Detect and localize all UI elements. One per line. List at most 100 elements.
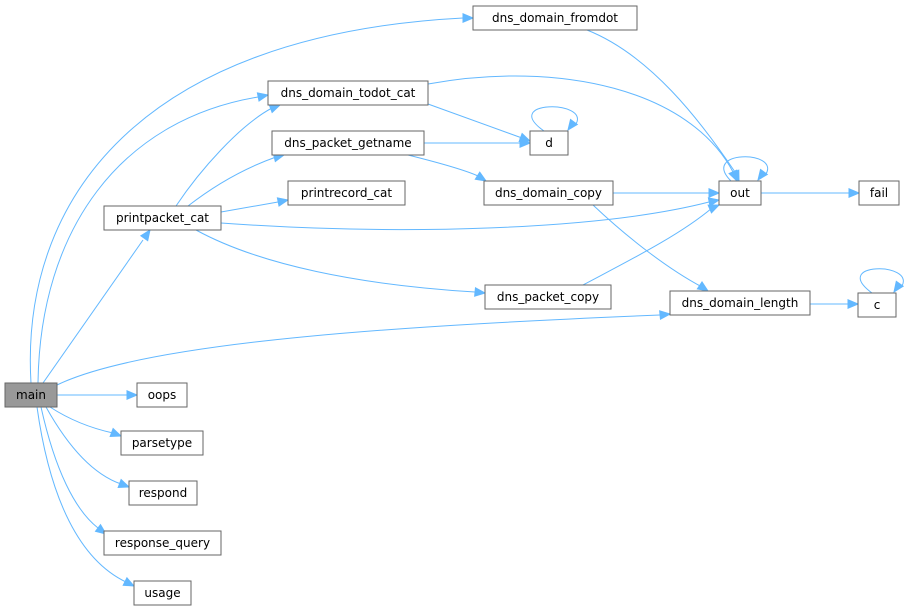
- edge-main-to-usage: [36, 406, 136, 587]
- node-box: [4, 382, 58, 408]
- node-printrecord_cat[interactable]: printrecord_cat: [287, 180, 406, 206]
- edge-arrowhead: [122, 576, 136, 587]
- edge-line: [37, 96, 259, 384]
- edge-arrowhead: [696, 281, 710, 292]
- edge-line: [40, 406, 99, 529]
- node-fail[interactable]: fail: [858, 180, 900, 206]
- node-box: [718, 180, 762, 206]
- node-label: dns_domain_todot_cat: [281, 86, 416, 100]
- node-label: dns_packet_getname: [284, 136, 411, 150]
- edge-dns_packet_getname-to-dns_domain_copy: [407, 154, 488, 182]
- edge-printpacket_cat-to-out: [220, 197, 721, 231]
- node-box: [136, 382, 188, 408]
- edge-main-to-printpacket_cat: [42, 228, 151, 384]
- edge-arrowhead: [893, 280, 905, 294]
- node-label: fail: [870, 186, 888, 200]
- edge-main-to-oops: [57, 390, 139, 400]
- edge-line: [723, 156, 769, 182]
- node-box: [669, 290, 811, 316]
- edge-line: [592, 204, 703, 288]
- edge-c-to-c: [859, 268, 905, 294]
- edge-arrowhead: [848, 188, 861, 198]
- edge-dns_domain_length-to-c: [810, 299, 860, 309]
- node-label: out: [730, 186, 750, 200]
- node-label: parsetype: [132, 436, 192, 450]
- edge-line: [187, 156, 277, 207]
- edge-line: [56, 314, 661, 386]
- edge-out-to-fail: [761, 188, 861, 198]
- node-dns_domain_copy[interactable]: dns_domain_copy: [483, 180, 614, 206]
- node-main[interactable]: main: [4, 382, 58, 408]
- edge-arrowhead: [109, 427, 123, 437]
- node-box: [133, 580, 192, 606]
- edge-main-to-respond: [45, 406, 131, 488]
- node-label: d: [545, 136, 553, 150]
- node-box: [472, 5, 638, 31]
- edge-arrowhead: [519, 138, 532, 148]
- node-box: [128, 480, 198, 506]
- node-oops[interactable]: oops: [136, 382, 188, 408]
- edges: [29, 13, 905, 587]
- edge-arrowhead: [462, 13, 475, 23]
- node-c[interactable]: c: [857, 292, 897, 318]
- node-label: dns_packet_copy: [497, 290, 599, 304]
- edge-main-to-parsetype: [49, 406, 123, 437]
- edge-dns_domain_copy-to-out: [613, 188, 721, 198]
- nodes: main dns_domain_fromdot dns_domain_todot_c…: [4, 5, 900, 606]
- edge-line: [427, 103, 523, 139]
- node-box: [287, 180, 406, 206]
- node-label: dns_domain_length: [682, 296, 799, 310]
- edge-d-to-d: [531, 106, 579, 132]
- node-usage[interactable]: usage: [133, 580, 192, 606]
- node-d[interactable]: d: [529, 130, 569, 156]
- edge-line: [175, 107, 273, 207]
- edge-printpacket_cat-to-printrecord_cat: [220, 197, 290, 213]
- edge-arrowhead: [728, 169, 738, 183]
- edge-line: [427, 75, 734, 173]
- edge-arrowhead: [256, 92, 270, 102]
- edge-arrowhead: [707, 197, 721, 207]
- edge-line: [220, 201, 710, 231]
- node-box: [483, 180, 614, 206]
- node-box: [103, 530, 222, 556]
- node-box: [858, 180, 900, 206]
- node-box: [271, 130, 425, 156]
- edge-arrowhead: [708, 188, 721, 198]
- node-response_query[interactable]: response_query: [103, 530, 222, 556]
- node-respond[interactable]: respond: [128, 480, 198, 506]
- edge-dns_domain_todot_cat-to-out: [427, 75, 738, 183]
- node-out[interactable]: out: [718, 180, 762, 206]
- node-box: [484, 284, 612, 310]
- edge-arrowhead: [659, 310, 672, 320]
- edge-dns_packet_copy-to-out: [582, 204, 721, 286]
- edge-main-to-dns_domain_length: [56, 310, 672, 386]
- edge-line: [45, 406, 122, 485]
- edge-arrowhead: [268, 104, 282, 114]
- node-parsetype[interactable]: parsetype: [120, 430, 204, 456]
- node-label: usage: [144, 586, 180, 600]
- node-label: respond: [139, 486, 188, 500]
- edge-arrowhead: [707, 204, 721, 214]
- edge-dns_domain_fromdot-to-out: [586, 29, 740, 183]
- node-dns_domain_todot_cat[interactable]: dns_domain_todot_cat: [267, 80, 429, 106]
- edge-arrowhead: [126, 390, 139, 400]
- node-label: oops: [148, 388, 177, 402]
- edge-line: [859, 268, 904, 294]
- node-label: dns_domain_fromdot: [492, 11, 618, 25]
- edge-arrowhead: [117, 478, 131, 488]
- edge-line: [586, 29, 736, 173]
- edge-arrowhead: [474, 171, 488, 182]
- edge-line: [29, 17, 464, 384]
- node-dns_packet_copy[interactable]: dns_packet_copy: [484, 284, 612, 310]
- node-dns_domain_length[interactable]: dns_domain_length: [669, 290, 811, 316]
- node-dns_packet_getname[interactable]: dns_packet_getname: [271, 130, 425, 156]
- edge-line: [195, 229, 476, 293]
- node-dns_domain_fromdot[interactable]: dns_domain_fromdot: [472, 5, 638, 31]
- node-label: printpacket_cat: [116, 211, 209, 225]
- edge-line: [220, 201, 279, 213]
- node-printpacket_cat[interactable]: printpacket_cat: [103, 205, 222, 231]
- edge-dns_domain_todot_cat-to-d: [427, 103, 532, 142]
- edge-main-to-dns_domain_fromdot: [29, 13, 475, 384]
- node-label: c: [874, 298, 881, 312]
